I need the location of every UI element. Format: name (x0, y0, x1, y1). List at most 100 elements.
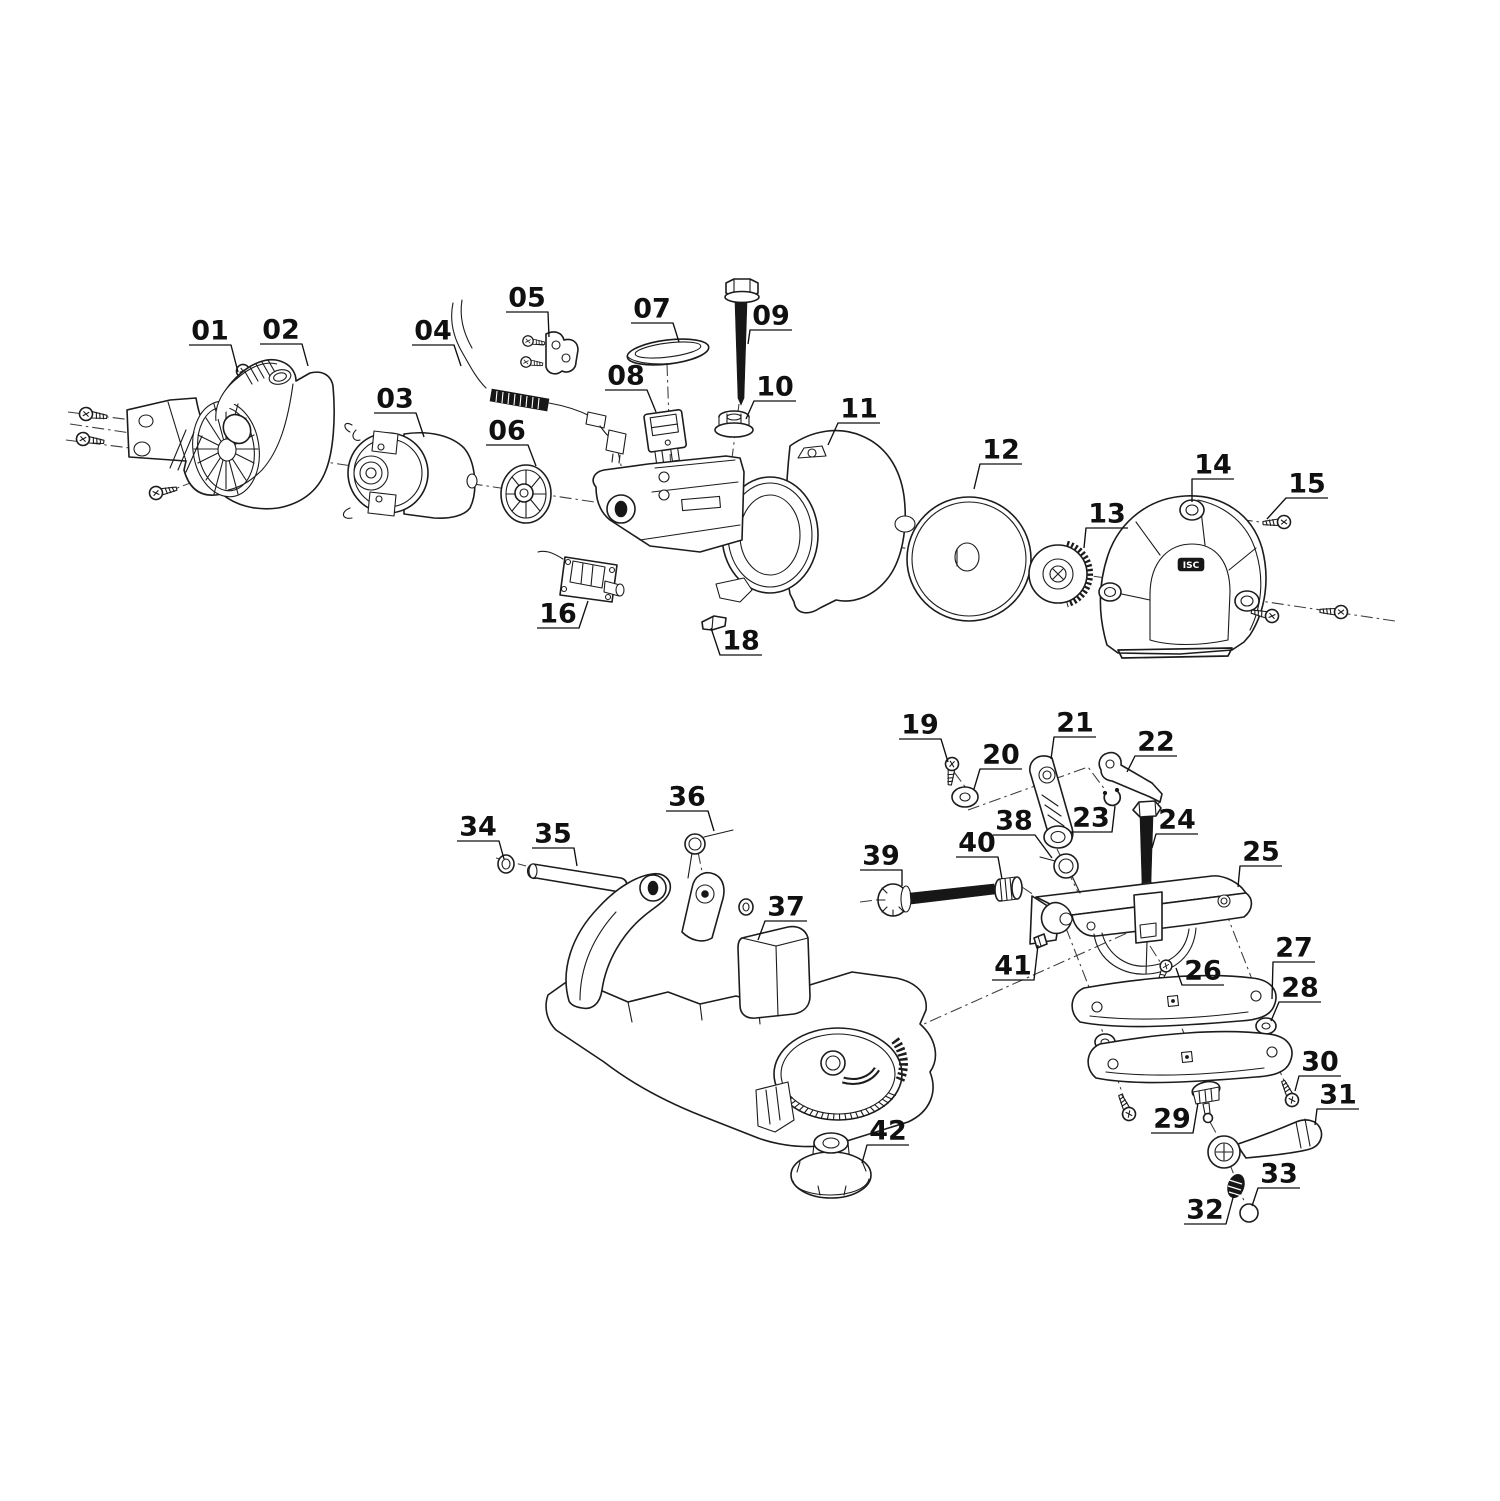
locking-pin (701, 615, 727, 631)
part-label-04: 04 (412, 316, 462, 367)
svg-text:37: 37 (767, 892, 805, 923)
part-label-06: 06 (486, 416, 537, 467)
spring-32 (1227, 1174, 1245, 1198)
part-label-36: 36 (666, 782, 715, 832)
part-label-30: 30 (1294, 1047, 1341, 1092)
blade-guard: ISC (1098, 495, 1267, 659)
part-label-16: 16 (537, 599, 589, 630)
part-label-26: 26 (1175, 956, 1224, 987)
svg-text:41: 41 (994, 951, 1032, 982)
svg-text:39: 39 (862, 841, 900, 872)
part-label-34: 34 (457, 812, 505, 860)
svg-text:02: 02 (262, 315, 300, 346)
svg-text:33: 33 (1260, 1159, 1298, 1190)
svg-text:32: 32 (1186, 1195, 1224, 1226)
handle-lever-31 (1207, 1118, 1323, 1169)
pivot-pin-rod (526, 863, 628, 893)
part-label-40: 40 (956, 828, 1003, 880)
svg-text:28: 28 (1281, 973, 1319, 1004)
knurled-nut-40 (994, 876, 1023, 902)
svg-text:13: 13 (1088, 499, 1126, 530)
part-label-24: 24 (1151, 805, 1198, 849)
part-label-07: 07 (631, 294, 680, 343)
part-label-13: 13 (1083, 499, 1128, 549)
part-label-03: 03 (374, 384, 425, 438)
svg-text:30: 30 (1301, 1047, 1339, 1078)
svg-text:09: 09 (752, 301, 790, 332)
part-label-32: 32 (1184, 1193, 1235, 1226)
part-label-31: 31 (1314, 1080, 1359, 1126)
part-label-29: 29 (1151, 1102, 1199, 1135)
part-label-11: 11 (827, 394, 880, 446)
svg-text:03: 03 (376, 384, 414, 415)
gear-housing (592, 429, 916, 614)
part-label-15: 15 (1266, 469, 1328, 520)
part-label-38: 38 (993, 806, 1053, 859)
circlip-23 (1102, 787, 1122, 807)
part-label-20: 20 (973, 740, 1022, 790)
threaded-adjuster-29 (1191, 1080, 1221, 1124)
cord-clamp (519, 331, 579, 375)
svg-text:20: 20 (982, 740, 1020, 771)
upper-plate-27 (1071, 974, 1277, 1028)
part-label-37: 37 (757, 892, 807, 941)
part-label-12: 12 (973, 435, 1022, 490)
part-label-33: 33 (1251, 1159, 1300, 1207)
svg-text:34: 34 (459, 812, 497, 843)
motor-armature (342, 422, 478, 519)
part-label-23: 23 (1070, 803, 1116, 834)
svg-text:24: 24 (1158, 805, 1196, 836)
clamp-bolt-39 (877, 883, 996, 917)
part-label-09: 09 (747, 301, 792, 345)
svg-text:35: 35 (534, 819, 572, 850)
part-label-21: 21 (1050, 708, 1096, 760)
blade-flange (1028, 540, 1094, 608)
svg-text:01: 01 (191, 316, 229, 347)
o-ring-34 (497, 854, 515, 874)
part-label-01: 01 (189, 316, 239, 373)
svg-text:36: 36 (668, 782, 706, 813)
part-label-28: 28 (1270, 973, 1321, 1022)
svg-text:21: 21 (1056, 708, 1094, 739)
part-label-08: 08 (605, 361, 657, 413)
spring-38 (1039, 853, 1081, 894)
part-label-02: 02 (260, 315, 309, 367)
clamping-bolt (724, 278, 760, 406)
part-label-39: 39 (860, 841, 903, 886)
svg-text:14: 14 (1194, 450, 1232, 481)
part-label-10: 10 (745, 372, 796, 420)
part-label-22: 22 (1126, 727, 1177, 773)
torsion-spring-36 (684, 829, 734, 879)
svg-text:19: 19 (901, 710, 939, 741)
turntable-base (545, 872, 937, 1148)
guard-logo: ISC (1183, 561, 1200, 571)
electronic-module (537, 550, 625, 603)
power-cord (451, 299, 627, 464)
svg-text:27: 27 (1275, 933, 1313, 964)
svg-text:04: 04 (414, 316, 452, 347)
part-label-14: 14 (1191, 450, 1234, 502)
power-switch (643, 408, 688, 464)
part-label-27: 27 (1271, 933, 1315, 1000)
svg-text:11: 11 (840, 394, 878, 425)
svg-text:31: 31 (1319, 1080, 1357, 1111)
svg-text:29: 29 (1153, 1104, 1191, 1135)
part-label-25: 25 (1237, 837, 1282, 888)
svg-text:16: 16 (539, 599, 577, 630)
svg-text:25: 25 (1242, 837, 1280, 868)
svg-text:05: 05 (508, 283, 546, 314)
motor-housing-cover (126, 358, 335, 510)
svg-text:06: 06 (488, 416, 526, 447)
clamp-lever-21 (1029, 755, 1074, 849)
fence-25 (1029, 875, 1253, 975)
cam-lever-22 (1098, 751, 1163, 808)
part-label-05: 05 (506, 283, 550, 338)
flange-nut (714, 410, 754, 438)
part-label-41: 41 (992, 944, 1039, 982)
svg-text:07: 07 (633, 294, 671, 325)
part-label-19: 19 (899, 710, 949, 763)
screw-19 (942, 756, 960, 787)
